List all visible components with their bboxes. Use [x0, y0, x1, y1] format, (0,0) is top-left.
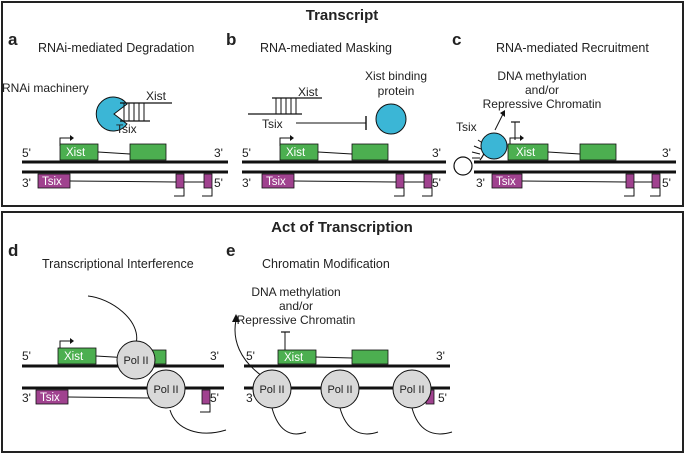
hairpin-loop: [453, 156, 473, 176]
panel-letter-d: d: [8, 241, 18, 260]
panel-b-tsix-label: Tsix: [262, 117, 283, 131]
five-prime-label: 5': [214, 176, 223, 190]
protein-label-2: protein: [378, 84, 415, 98]
three-prime-label: 3': [214, 146, 223, 160]
three-prime-label: 3': [22, 176, 31, 190]
xist-exon: [351, 349, 389, 365]
panel-title-c: RNA-mediated Recruitment: [496, 41, 649, 55]
pol-ii-label: Pol II: [399, 384, 424, 396]
panel-c: c RNA-mediated Recruitment DNA methylati…: [452, 30, 676, 197]
recruited-protein-icon: [480, 132, 508, 160]
panel-title-e: Chromatin Modification: [262, 257, 390, 271]
three-prime-label: 3': [242, 176, 251, 190]
protein-label-1: Xist binding: [365, 69, 427, 83]
panel-a-tsix-label: Tsix: [116, 122, 137, 136]
tsix-exon: [651, 173, 661, 189]
xist-gene-label: Xist: [66, 147, 86, 159]
panel-e-dna-label-2: and/or: [279, 299, 313, 313]
panel-a: a RNAi-mediated Degradation RNAi machine…: [2, 30, 228, 197]
xist-gene-label: Xist: [64, 351, 84, 363]
section-title-act-of-transcription: Act of Transcription: [271, 219, 413, 236]
tsix-exon: [423, 173, 433, 189]
five-prime-label: 5': [210, 391, 219, 405]
tsix-exon: [175, 173, 185, 189]
transcript-frame: [1, 1, 684, 207]
three-prime-label: 3': [246, 391, 255, 405]
three-prime-label: 3': [662, 146, 671, 160]
five-prime-label: 5': [432, 176, 441, 190]
pol-ii-icon: [252, 369, 292, 409]
five-prime-label: 5': [22, 146, 31, 160]
panel-e-dna-label-1: DNA methylation: [251, 285, 340, 299]
transcription-frame: [1, 211, 684, 453]
panel-d: d Transcriptional Interference 5' 3' 3' …: [8, 241, 227, 434]
five-prime-label: 5': [242, 146, 251, 160]
tsix-exon: [395, 173, 405, 189]
pol-ii-label: Pol II: [153, 384, 178, 396]
pol-ii-icon: [392, 369, 432, 409]
tsix-gene-label: Tsix: [496, 176, 516, 188]
three-prime-label: 3': [22, 391, 31, 405]
xist-exon: [129, 143, 167, 161]
xist-exon: [579, 143, 617, 161]
pol-ii-label: Pol II: [259, 384, 284, 396]
three-prime-label: 3': [432, 146, 441, 160]
tsix-exon: [201, 389, 211, 405]
five-prime-label: 5': [246, 349, 255, 363]
panel-a-xist-label: Xist: [146, 89, 167, 103]
xist-binding-protein-icon: [375, 103, 407, 135]
pol-ii-label: Pol II: [327, 384, 352, 396]
tsix-exon: [203, 173, 213, 189]
panel-e-dna-label-3: Repressive Chromatin: [237, 313, 356, 327]
tsix-exon: [625, 173, 635, 189]
pol-ii-icon: [116, 340, 156, 380]
three-prime-label: 3': [476, 176, 485, 190]
tsix-gene-label: Tsix: [40, 392, 60, 404]
xist-exon: [351, 143, 389, 161]
pol-ii-label: Pol II: [123, 355, 148, 367]
five-prime-label: 5': [438, 391, 447, 405]
panel-letter-c: c: [452, 30, 461, 49]
tsix-gene-label: Tsix: [266, 176, 286, 188]
pol-ii-icon: [146, 369, 186, 409]
three-prime-label: 3': [436, 349, 445, 363]
panel-title-a: RNAi-mediated Degradation: [38, 41, 194, 55]
rnai-machinery-icon: [95, 96, 128, 132]
xist-gene-label: Xist: [284, 352, 304, 364]
rnai-machinery-label: RNAi machinery: [2, 81, 89, 95]
panel-b-xist-label: Xist: [298, 85, 319, 99]
panel-c-dna-label-2: and/or: [525, 83, 559, 97]
panel-title-d: Transcriptional Interference: [42, 257, 194, 271]
pol-ii-icon: [320, 369, 360, 409]
panel-c-tsix-label: Tsix: [456, 120, 477, 134]
panel-title-b: RNA-mediated Masking: [260, 41, 392, 55]
xist-gene-label: Xist: [516, 147, 536, 159]
panel-b: b RNA-mediated Masking Xist Tsix Xist bi…: [226, 30, 446, 197]
panel-e: e Chromatin Modification DNA methylation…: [226, 241, 453, 435]
five-prime-label: 5': [22, 349, 31, 363]
panel-c-dna-label-1: DNA methylation: [497, 69, 586, 83]
panel-c-dna-label-3: Repressive Chromatin: [483, 97, 602, 111]
five-prime-label: 5': [662, 176, 671, 190]
panel-letter-b: b: [226, 30, 236, 49]
panel-letter-a: a: [8, 30, 18, 49]
three-prime-label: 3': [210, 349, 219, 363]
xist-gene-label: Xist: [286, 147, 306, 159]
section-title-transcript: Transcript: [306, 7, 379, 24]
tsix-gene-label: Tsix: [42, 176, 62, 188]
panel-letter-e: e: [226, 241, 235, 260]
